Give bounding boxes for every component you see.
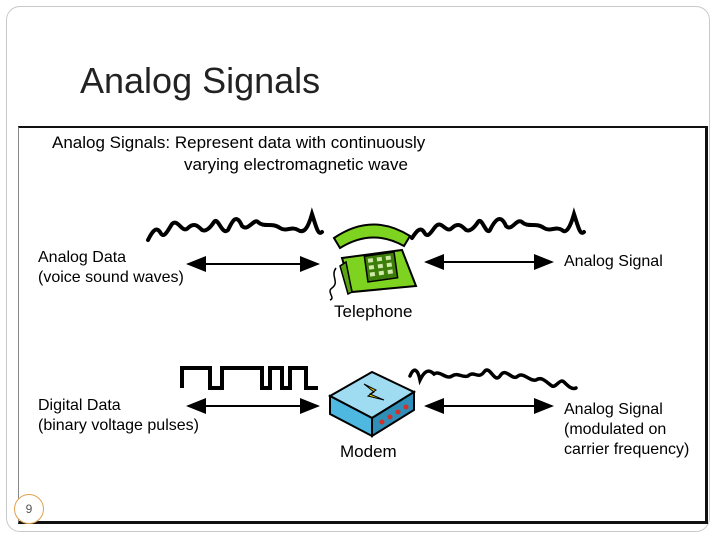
slide-title: Analog Signals <box>80 60 321 101</box>
row2-right-label-line1: Analog Signal <box>564 401 663 418</box>
row2-left-label-line2: (binary voltage pulses) <box>38 417 199 434</box>
page-number: 9 <box>14 494 44 524</box>
telephone-label: Telephone <box>334 302 413 321</box>
row1-right-label: Analog Signal <box>564 253 663 270</box>
modem-label: Modem <box>340 442 397 461</box>
modulated-wave <box>408 368 578 391</box>
row1-left-label-line1: Analog Data <box>38 249 127 266</box>
signal-wave-right <box>410 207 586 240</box>
row2-right-label-line3: carrier frequency) <box>564 441 690 458</box>
figure-heading-line1: Analog Signals: Represent data with cont… <box>52 133 426 152</box>
row2-left-label-line1: Digital Data <box>38 397 121 414</box>
row2-right-label-line2: (modulated on <box>564 421 667 438</box>
figure-box <box>18 126 708 524</box>
digital-pulse-wave <box>180 366 318 390</box>
telephone-icon <box>329 223 418 301</box>
voice-wave-left <box>146 207 324 242</box>
modem-icon <box>327 370 417 438</box>
row1-left-label-line2: (voice sound waves) <box>38 269 184 286</box>
figure-heading-line2: varying electromagnetic wave <box>184 155 408 174</box>
slide-frame <box>6 6 710 532</box>
